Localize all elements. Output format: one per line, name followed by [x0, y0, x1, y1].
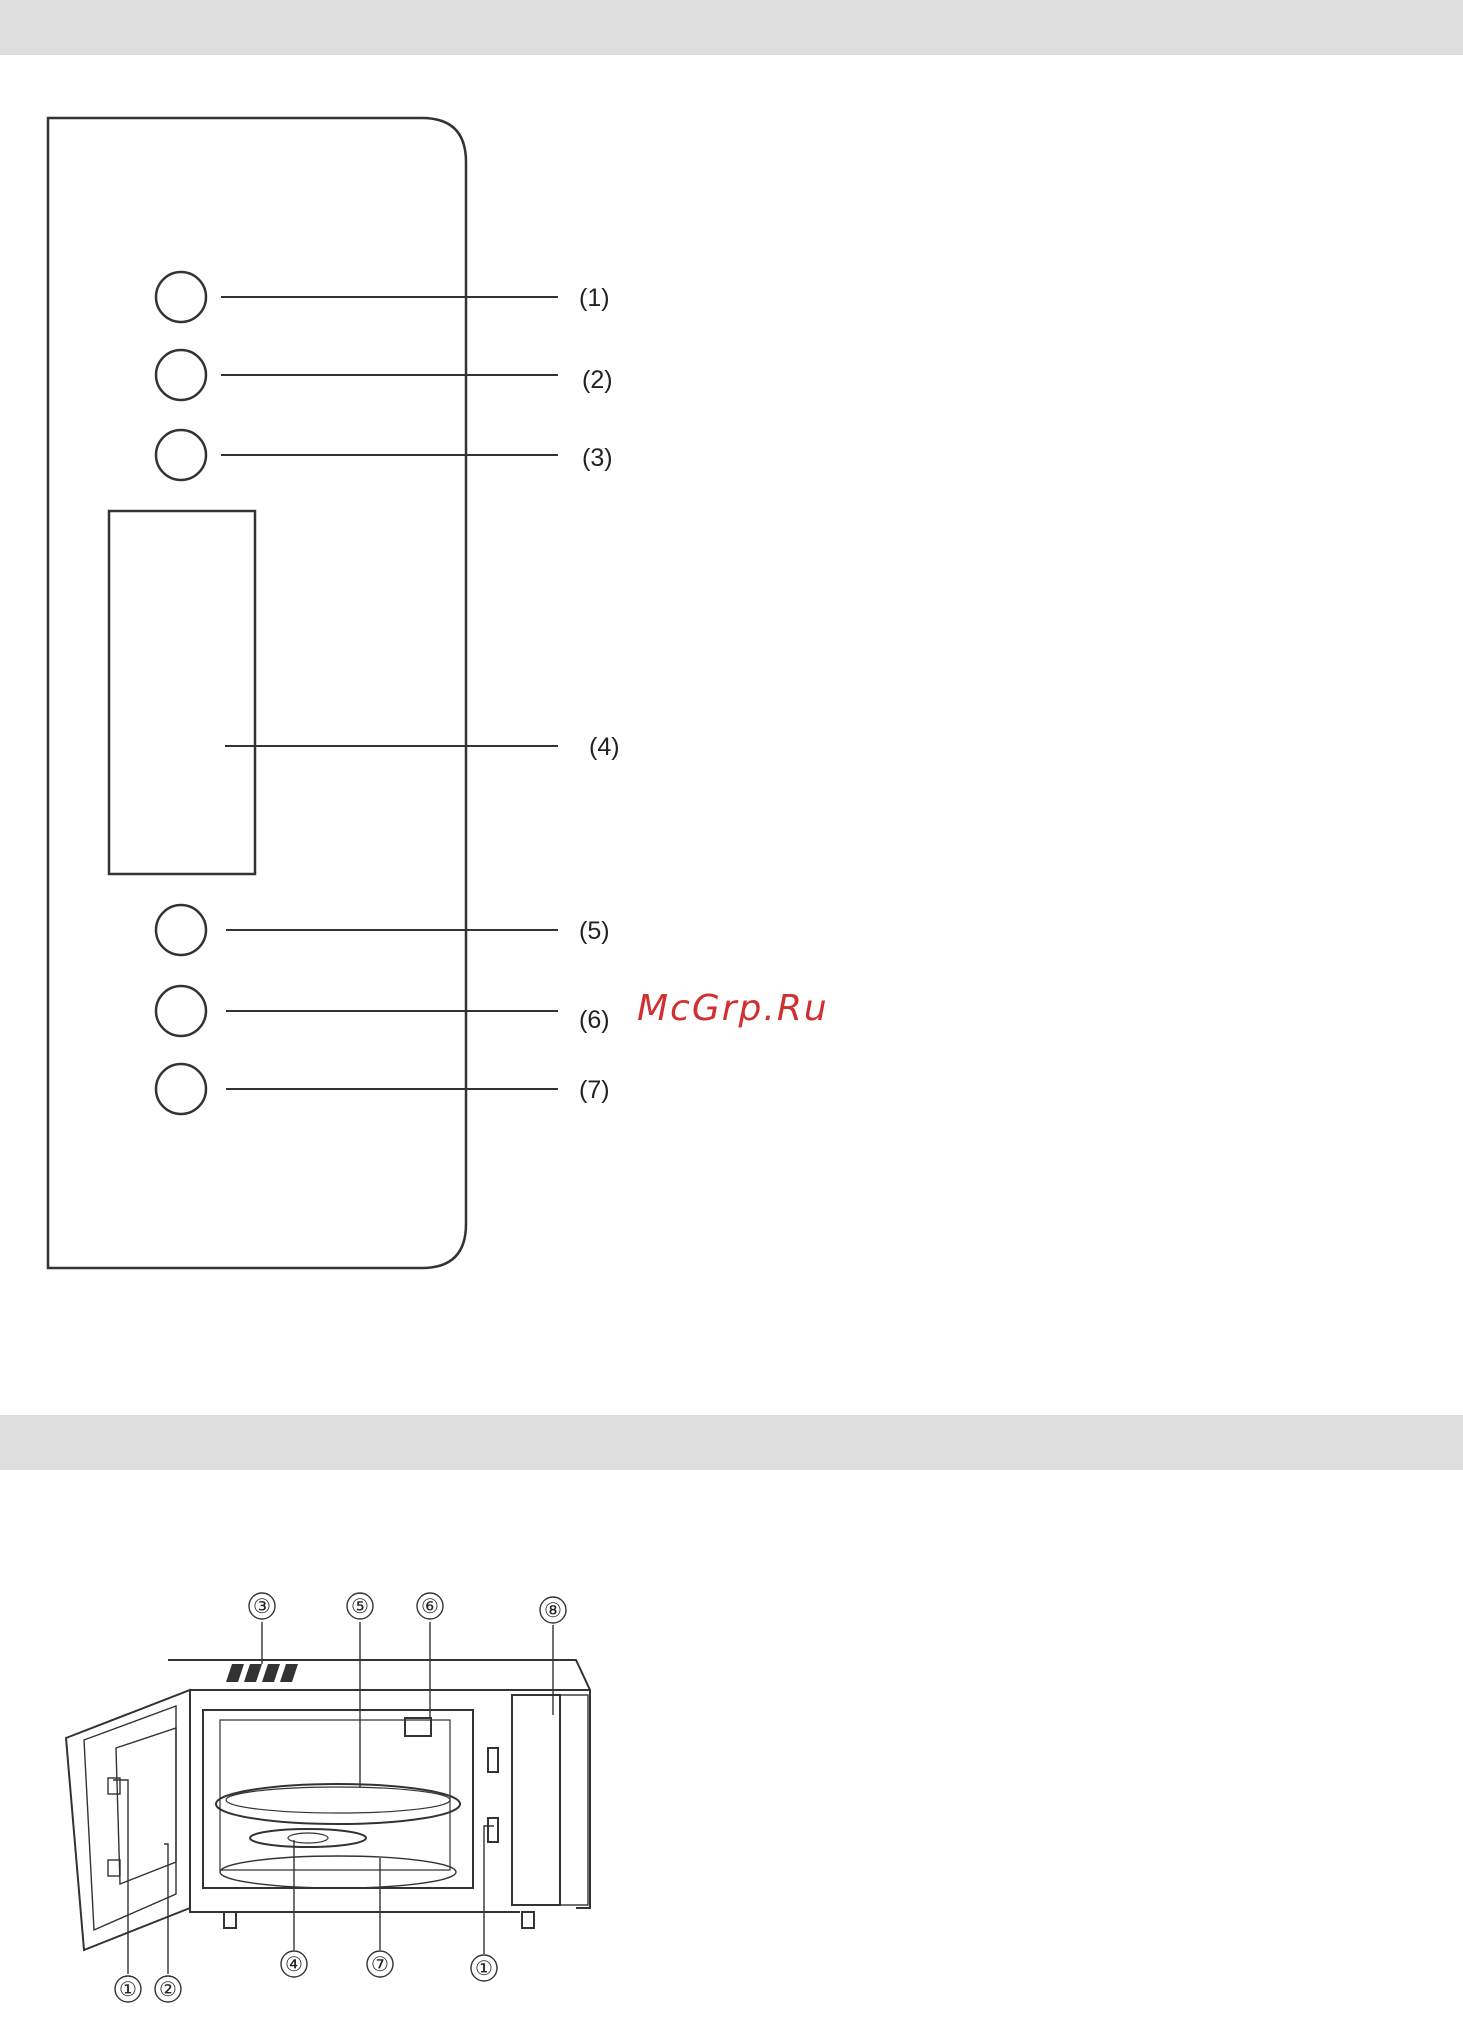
oven-top-outline — [168, 1660, 590, 1908]
marker-7: ⑦ — [371, 1952, 389, 1976]
marker-1-door: ① — [119, 1977, 137, 2001]
control-panel-outline — [48, 118, 466, 1268]
callout-2: (2) — [582, 366, 613, 394]
callout-6: (6) — [579, 1006, 610, 1034]
marker-3-ring — [249, 1593, 275, 1619]
marker-2-ring — [155, 1976, 181, 2002]
marker-8-ring — [540, 1597, 566, 1623]
panel-display — [109, 511, 255, 874]
foot-left — [224, 1912, 236, 1928]
oven-leader-lines — [113, 1622, 553, 1974]
panel-button-5 — [156, 905, 206, 955]
door-hook-upper — [108, 1778, 120, 1794]
marker-3: ③ — [253, 1594, 271, 1618]
marker-1-door-ring — [115, 1976, 141, 2002]
panel-button-1 — [156, 272, 206, 322]
turntable-shaft — [288, 1833, 328, 1843]
marker-5: ⑤ — [351, 1594, 369, 1618]
panel-side — [560, 1695, 588, 1905]
door-window — [116, 1728, 176, 1884]
callout-3: (3) — [582, 444, 613, 472]
marker-1-body-ring — [471, 1955, 497, 1981]
callout-1: (1) — [579, 284, 610, 312]
marker-8: ⑧ — [544, 1598, 562, 1622]
marker-4: ④ — [285, 1952, 303, 1976]
marker-6: ⑥ — [421, 1594, 439, 1618]
marker-5-ring — [347, 1593, 373, 1619]
door-latch-slot-lower — [488, 1818, 498, 1842]
marker-2: ② — [159, 1977, 177, 2001]
callout-4: (4) — [589, 733, 620, 761]
marker-1-body: ① — [475, 1956, 493, 1980]
marker-4-ring — [281, 1951, 307, 1977]
glass-tray-inner — [226, 1787, 450, 1813]
watermark-text: McGrp.Ru — [637, 988, 829, 1029]
waveguide-cover — [405, 1718, 431, 1736]
callout-7: (7) — [579, 1076, 610, 1104]
oven-base — [190, 1690, 520, 1912]
panel-button-2 — [156, 350, 206, 400]
control-panel-diagram: (1) (2) (3) (4) (5) (6) (7) — [0, 0, 1463, 1300]
door-latch-slot-upper — [488, 1748, 498, 1772]
oven-control-panel — [512, 1695, 560, 1905]
roller-ring — [250, 1829, 366, 1847]
oven-cavity — [203, 1710, 473, 1888]
vent-grille — [226, 1664, 298, 1682]
panel-button-6 — [156, 986, 206, 1036]
door-hook-lower — [108, 1860, 120, 1876]
base-plate — [220, 1856, 456, 1888]
foot-right — [522, 1912, 534, 1928]
marker-7-ring — [367, 1951, 393, 1977]
section-band — [0, 1415, 1463, 1470]
callout-5: (5) — [579, 917, 610, 945]
cavity-back — [220, 1720, 450, 1870]
glass-tray — [216, 1784, 460, 1824]
panel-button-3 — [156, 430, 206, 480]
oven-door — [66, 1690, 190, 1950]
panel-button-7 — [156, 1064, 206, 1114]
marker-6-ring — [417, 1593, 443, 1619]
door-inner-frame — [84, 1706, 176, 1930]
